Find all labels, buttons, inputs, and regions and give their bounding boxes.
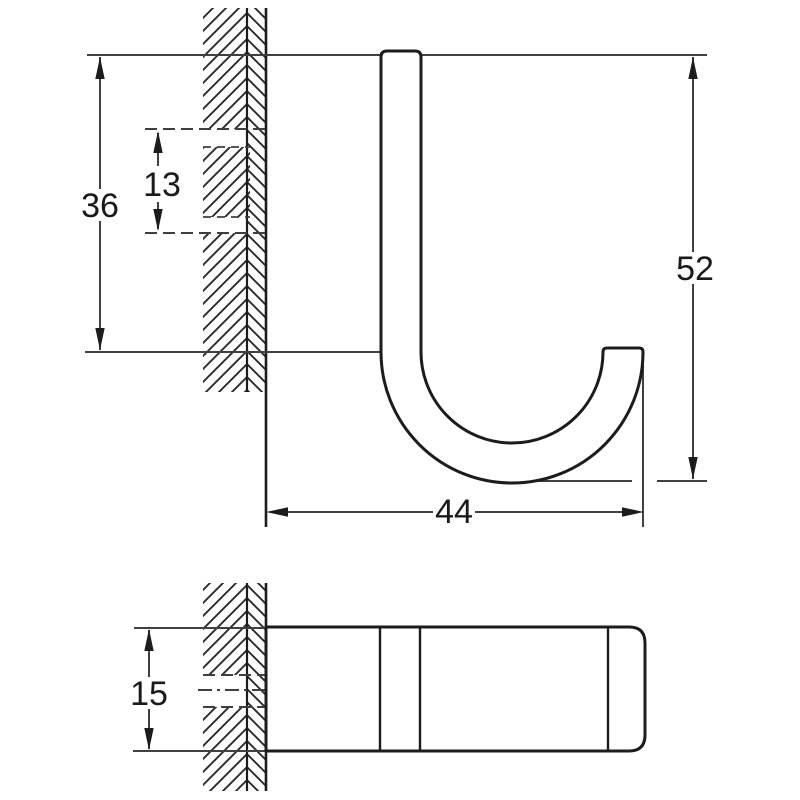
dimension-overall-depth: 44: [266, 493, 644, 531]
dimension-plate-height: 36: [81, 57, 119, 350]
dim-15-label: 15: [130, 675, 168, 713]
body-division-lines: [378, 628, 610, 750]
hidden-hole-lines: [145, 128, 266, 234]
dim-13-label: 13: [143, 166, 181, 204]
wall-hatch: [203, 8, 266, 392]
arrowhead-up: [95, 57, 105, 79]
dim-52-label: 52: [676, 250, 714, 288]
dimension-body-width: 15: [130, 629, 168, 750]
hidden-hole-lines: [198, 674, 268, 708]
hook-outline: [379, 49, 645, 485]
dim-36-label: 36: [81, 187, 119, 225]
hook-body-outline: [264, 625, 647, 753]
arrowhead-up: [144, 629, 154, 651]
arrowhead-down: [144, 728, 154, 750]
side-view: 36 13 52 44: [81, 8, 714, 531]
dimension-overall-height: 52: [676, 57, 714, 479]
arrowhead-right: [622, 507, 644, 517]
dim-44-label: 44: [435, 493, 473, 531]
plan-view: 15: [130, 583, 647, 791]
arrowhead-down: [688, 457, 698, 479]
extension-lines: [133, 627, 266, 752]
arrowhead-up: [688, 57, 698, 79]
arrowhead-left: [266, 507, 288, 517]
arrowhead-up: [153, 131, 163, 153]
arrowhead-down: [153, 209, 163, 231]
arrowhead-down: [95, 328, 105, 350]
wall-hatch: [203, 583, 266, 791]
dimension-hole-spacing: 13: [143, 131, 181, 231]
